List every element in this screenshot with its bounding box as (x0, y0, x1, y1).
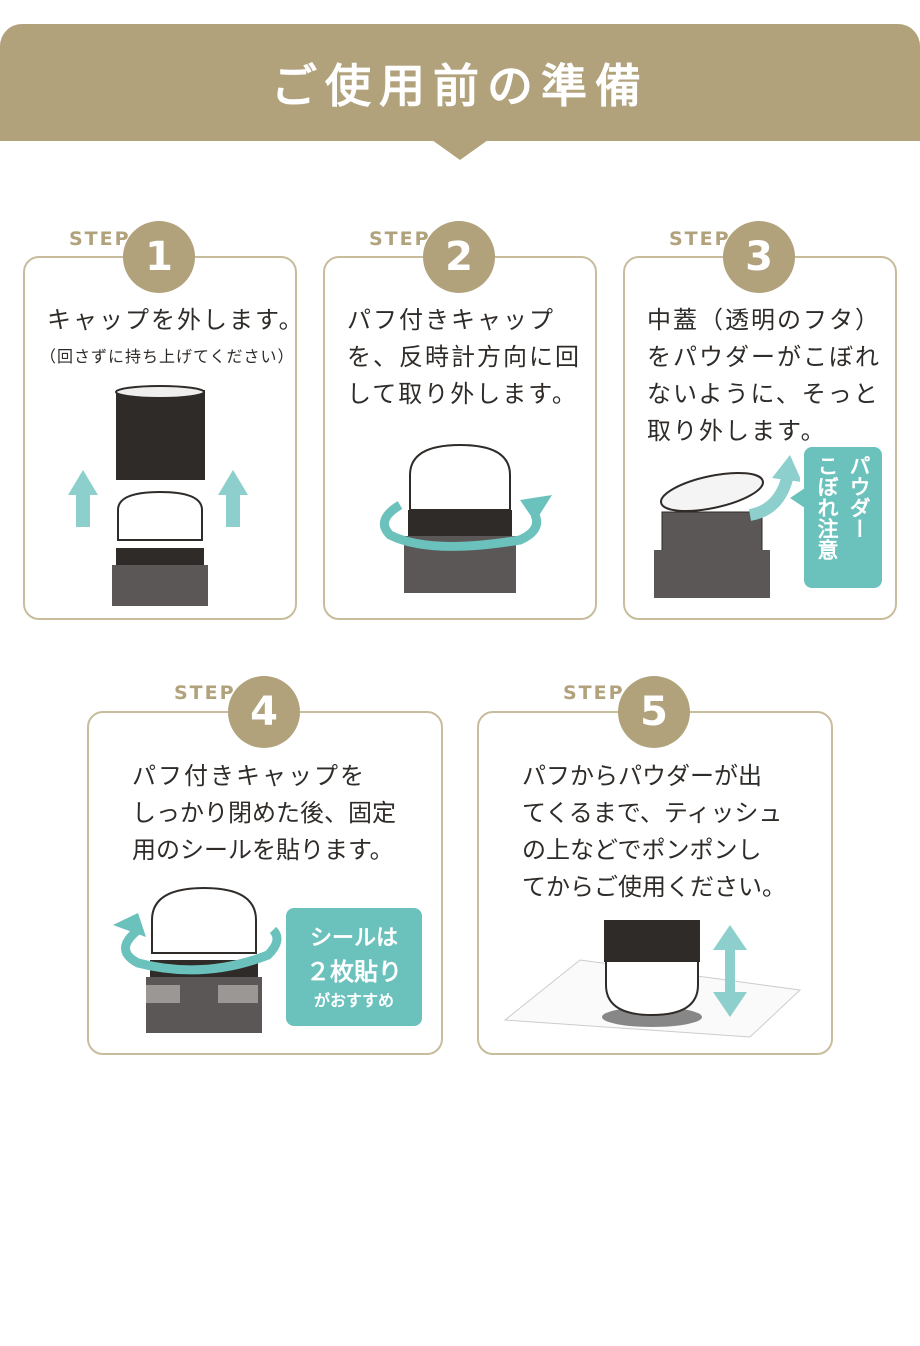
seal-tip: シールは ２枚貼り がおすすめ (286, 908, 422, 1026)
step-2-text-line: パフ付きキャップ (347, 306, 555, 334)
up-down-arrow-icon (713, 925, 747, 1017)
warning-text: パウダー (847, 455, 871, 539)
cap-removal-illustration (68, 385, 248, 606)
step-2-text-line: を、反時計方向に回 (347, 343, 581, 371)
step-4-text-line: しっかり閉めた後、固定 (132, 799, 396, 827)
seal-sticker (146, 985, 180, 1003)
header-pointer (432, 140, 488, 160)
puff-tapping-illustration (503, 920, 802, 1038)
step-number-badge: 2 (423, 221, 495, 293)
callout-pointer (790, 488, 805, 508)
up-arrow-icon (218, 470, 248, 527)
step-5-text-line: てからご使用ください。 (522, 873, 786, 901)
step-label: STEP (563, 682, 625, 704)
tip-text: シールは (309, 926, 398, 951)
tip-text: ２枚貼り (306, 958, 402, 986)
rotate-arrow-icon (121, 926, 282, 975)
page-title: ご使用前の準備 (271, 58, 649, 113)
seal-sticker (218, 985, 258, 1003)
step-label: STEP (669, 228, 731, 250)
step-3-text-line: をパウダーがこぼれ (647, 343, 881, 371)
powder-spill-warning: パウダー こぼれ注意 (804, 447, 882, 588)
step-5-text-line: の上などでポンポンし (522, 836, 762, 864)
step-3-text-line: 取り外します。 (647, 417, 827, 445)
step-number-badge: 1 (123, 221, 195, 293)
step-3-text-line: ないように、そっと (647, 380, 880, 408)
step-4-text-line: パフ付きキャップを (132, 762, 366, 790)
step-5-text-line: てくるまで、ティッシュ (522, 799, 783, 827)
step-label: STEP (69, 228, 131, 250)
step-1-text: キャップを外します。 (47, 306, 305, 334)
step-5-text-line: パフからパウダーが出 (522, 762, 762, 790)
step-number-badge: 3 (723, 221, 795, 293)
step-1-subtext: （回さずに持ち上げてください） (40, 347, 295, 366)
rotate-arrow-icon (379, 501, 542, 551)
step-label: STEP (369, 228, 431, 250)
lift-arrow-icon (748, 473, 794, 521)
step-number-badge: 4 (228, 676, 300, 748)
twist-cap-illustration (379, 443, 552, 593)
tip-text: がおすすめ (313, 991, 394, 1010)
step-number-badge: 5 (618, 676, 690, 748)
inner-lid-illustration (654, 455, 800, 598)
step-2-text-line: して取り外します。 (347, 380, 578, 408)
step-label: STEP (174, 682, 236, 704)
warning-text: こぼれ注意 (815, 455, 839, 560)
step-4-text-line: 用のシールを貼ります。 (132, 836, 394, 864)
step-3-text-line: 中蓋（透明のフタ） (647, 306, 881, 334)
up-arrow-icon (68, 470, 98, 527)
header-banner: ご使用前の準備 (0, 24, 920, 141)
seal-illustration (113, 886, 282, 1033)
